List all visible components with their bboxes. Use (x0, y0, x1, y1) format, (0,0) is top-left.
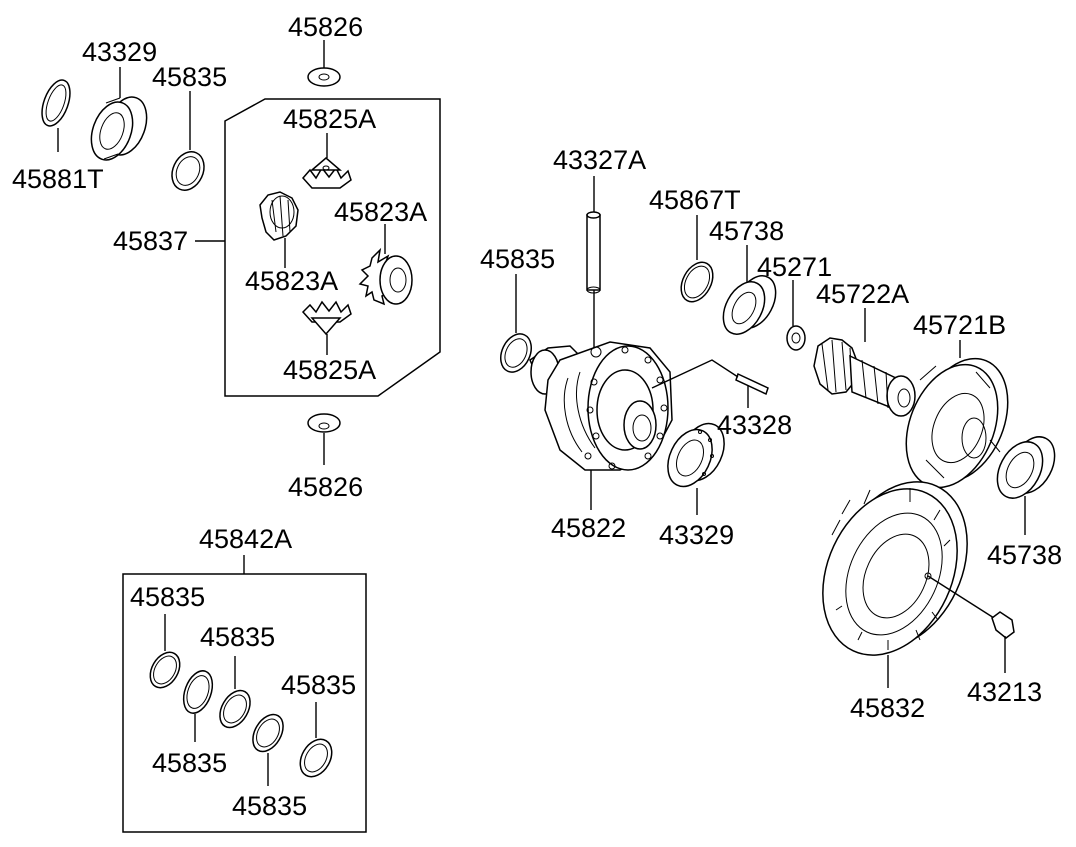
label-45835-kit-d: 45835 (232, 791, 307, 821)
cap-45271 (786, 325, 806, 351)
pinion-gear-45825A-top (301, 157, 352, 189)
thrust-washer-kit-c (219, 689, 251, 729)
label-45881T: 45881T (12, 164, 104, 194)
label-45271: 45271 (757, 252, 832, 282)
bolt-43213 (927, 575, 1015, 639)
label-45825A-bottom: 45825A (283, 355, 376, 385)
lock-pin-43328 (735, 372, 769, 396)
pinion-gear-45825A-bottom (301, 300, 352, 336)
label-43213: 43213 (967, 677, 1042, 707)
label-45835-kit-c: 45835 (200, 622, 275, 652)
thrust-washer-45835-top (171, 151, 205, 191)
label-45835-mid: 45835 (480, 244, 555, 274)
snap-ring-45881T (41, 79, 71, 127)
pinion-shaft-43327A (586, 211, 601, 294)
kit-box-45837 (224, 98, 441, 397)
label-45837: 45837 (113, 226, 188, 256)
label-45738-top: 45738 (709, 216, 784, 246)
label-43329-mid: 43329 (659, 520, 734, 550)
thrust-washer-kit-d (252, 713, 284, 753)
bearing-45738-top (722, 275, 777, 335)
label-43329-left: 43329 (82, 37, 157, 67)
bearing-43329-mid (667, 422, 725, 488)
label-45722A: 45722A (816, 279, 909, 309)
thrust-washer-kit-e (299, 738, 333, 778)
label-45835-kit-e: 45835 (281, 670, 356, 700)
label-45835-kit-a: 45835 (130, 582, 205, 612)
differential-case-45822 (529, 341, 673, 471)
label-45867T: 45867T (649, 185, 741, 215)
label-43328: 43328 (717, 410, 792, 440)
ring-gear-45832 (822, 481, 968, 656)
snap-ring-45867T (680, 261, 714, 303)
label-45822: 45822 (551, 513, 626, 543)
thrust-washer-kit-a (149, 651, 181, 689)
label-45835-top: 45835 (152, 62, 227, 92)
label-45825A-top: 45825A (283, 104, 376, 134)
label-45835-kit-b: 45835 (152, 748, 227, 778)
label-45842A: 45842A (199, 524, 292, 554)
washer-45826-top (307, 67, 341, 87)
output-shaft-gear-45722A (813, 337, 916, 417)
thrust-washer-kit-b (182, 670, 214, 714)
label-43327A: 43327A (553, 145, 646, 175)
pinion-gear-45823A-left (259, 191, 299, 241)
label-45823A-right: 45823A (334, 197, 427, 227)
pinion-gear-45823A-right (358, 247, 413, 306)
label-45826-bottom: 45826 (288, 472, 363, 502)
label-45738-right: 45738 (987, 540, 1062, 570)
bearing-45738-right (996, 436, 1056, 499)
washer-45826-bottom (307, 413, 341, 433)
label-45823A-left: 45823A (245, 266, 338, 296)
bearing-43329-left (90, 96, 148, 161)
thrust-washer-45835-mid (500, 333, 532, 373)
gear-45721B (905, 357, 1009, 489)
label-45832: 45832 (850, 693, 925, 723)
label-45826-top: 45826 (288, 12, 363, 42)
label-45721B: 45721B (913, 310, 1006, 340)
